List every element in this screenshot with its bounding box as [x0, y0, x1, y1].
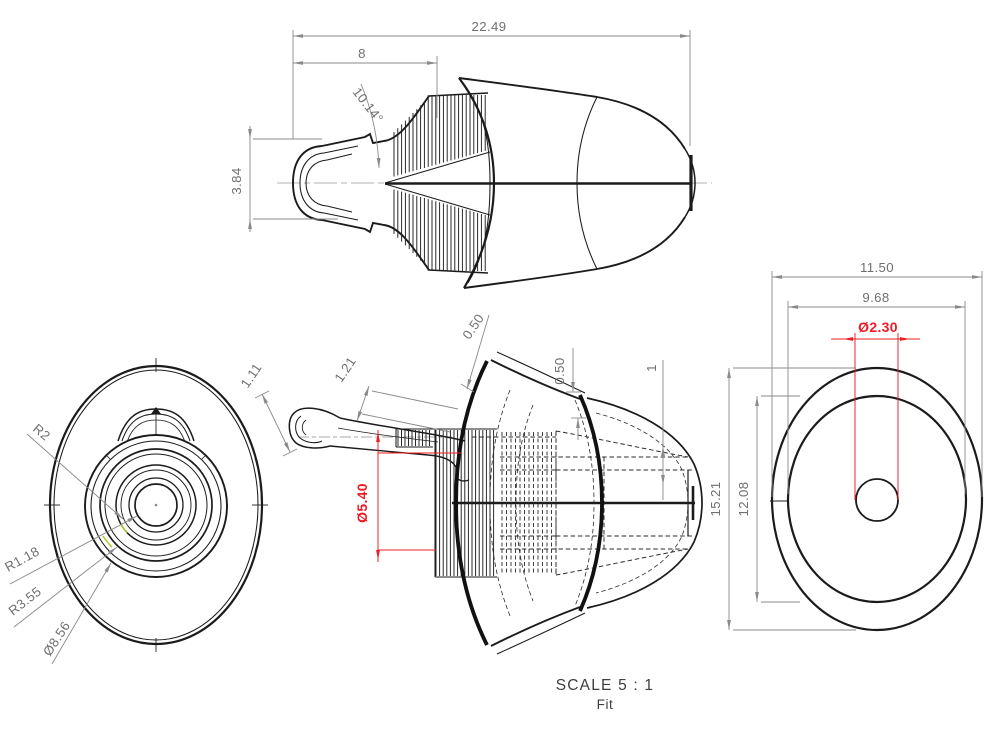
dim-shoulder-depth: 1 — [644, 360, 665, 500]
dim-stem-bore: Ø5.40 — [354, 430, 462, 562]
side-view-core — [384, 151, 692, 216]
front-view-tab — [105, 407, 207, 460]
section-outer-dome — [578, 394, 703, 612]
front-view-bores — [99, 448, 213, 562]
dim-overall-length: 22.49 — [292, 19, 691, 146]
front-view: R2 R1.18 R3.55 Ø8.56 — [2, 358, 268, 665]
dim-inner-height: 12.08 — [736, 395, 800, 603]
front-view-quadrant-ticks — [44, 358, 268, 652]
side-view-flange — [458, 77, 496, 289]
dim-ring-diameter-text: Ø8.56 — [40, 619, 73, 659]
side-view: 22.49 8 3.84 10.14° — [229, 19, 712, 289]
dim-nozzle-bore: Ø2.30 — [831, 319, 920, 500]
scale-label: SCALE 5 : 1 — [556, 677, 655, 694]
dim-nozzle-bore-text: Ø2.30 — [858, 319, 898, 335]
dim-hub-radius-text: R3.55 — [6, 584, 45, 619]
dim-outer-width-text: 11.50 — [860, 260, 894, 275]
dim-wall-gap-text: 0.50 — [552, 357, 567, 384]
section-ribs-short — [397, 430, 430, 446]
stem-ribs-bottom — [393, 189, 486, 271]
dim-inner-width-text: 9.68 — [862, 290, 889, 305]
dim-shoulder-depth-text: 1 — [644, 364, 659, 372]
selection-highlight — [102, 535, 113, 548]
selection-highlight — [120, 523, 128, 534]
dim-inner-height-text: 12.08 — [736, 481, 751, 516]
dim-stem-length: 8 — [293, 46, 438, 118]
dim-tab-radius: R2 — [26, 421, 124, 520]
side-view-dome — [458, 77, 696, 289]
dim-stem-length-text: 8 — [358, 46, 366, 61]
dim-flange-thickness-text: 0.50 — [459, 311, 487, 342]
section-view: 1.11 1.21 0.50 0.50 1 — [238, 311, 703, 655]
orientation-mark — [151, 407, 161, 414]
dim-bore-radius: R1.18 — [2, 515, 138, 585]
back-view-outline — [770, 366, 984, 632]
dim-stem-bore-text: Ø5.40 — [354, 483, 370, 523]
back-view: 11.50 9.68 Ø2.30 15.21 12.08 — [708, 260, 984, 632]
dim-inner-width: 9.68 — [787, 290, 966, 494]
dim-tip-height-text: 3.84 — [229, 167, 244, 194]
dim-outer-width: 11.50 — [771, 260, 983, 497]
section-ribs-tall — [435, 430, 495, 576]
section-wing — [288, 407, 470, 482]
stem-ribs-top — [393, 95, 486, 177]
dim-overall-length-text: 22.49 — [471, 19, 506, 34]
dim-tip-thickness-text: 1.11 — [238, 360, 265, 390]
dim-outer-height: 15.21 — [708, 367, 856, 631]
side-view-stem — [393, 92, 489, 274]
dim-wing-thickness-text: 1.21 — [331, 354, 359, 385]
dim-taper-angle-text: 10.14° — [350, 85, 387, 126]
dim-tip-height: 3.84 — [229, 126, 338, 232]
dim-taper-angle: 10.14° — [350, 83, 387, 169]
dim-ring-diameter: Ø8.56 — [40, 562, 112, 665]
dim-outer-height-text: 15.21 — [708, 481, 723, 516]
view-label: Fit — [597, 697, 614, 712]
dim-wall-gap: 0.50 — [552, 348, 586, 440]
nozzle-bore — [855, 478, 899, 522]
section-flange — [454, 351, 586, 655]
dim-flange-thickness: 0.50 — [459, 311, 490, 393]
section-stem — [395, 428, 557, 578]
title-block: SCALE 5 : 1 Fit — [556, 677, 655, 712]
